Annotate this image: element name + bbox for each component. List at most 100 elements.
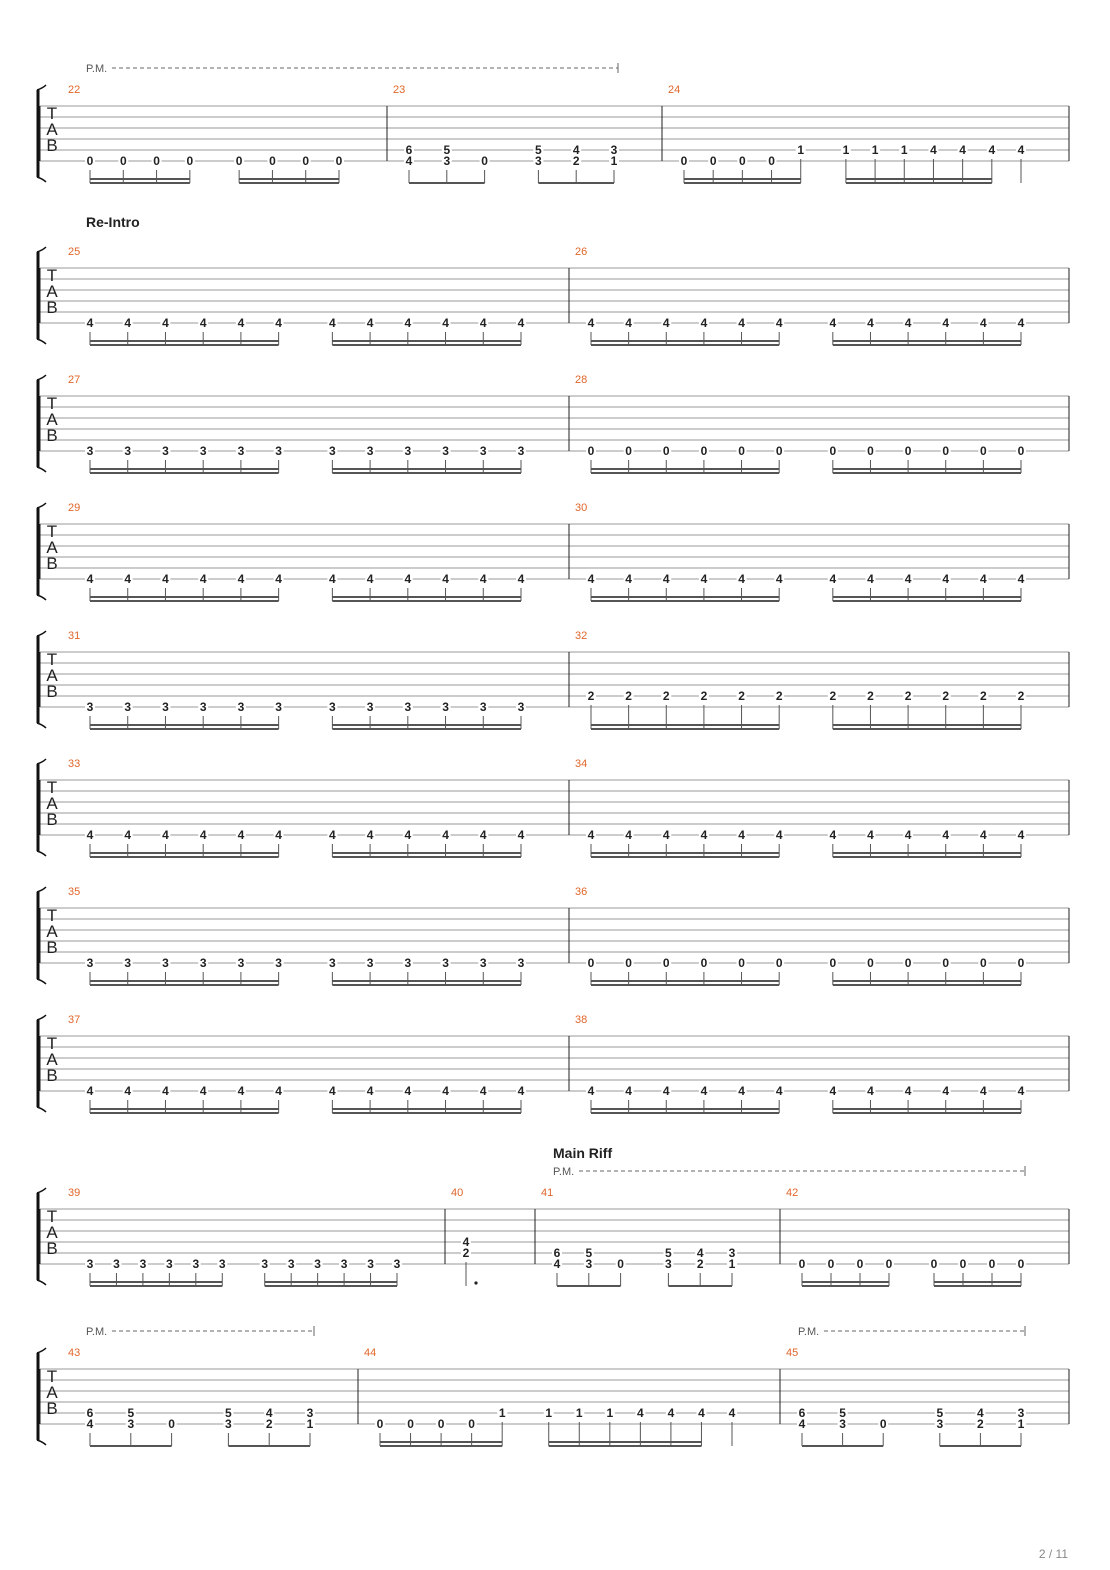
fret-number: 0 bbox=[828, 1257, 835, 1271]
fret-number: 4 bbox=[588, 828, 595, 842]
fret-bg bbox=[300, 155, 311, 167]
fret-number: 0 bbox=[120, 154, 127, 168]
fret-bg bbox=[273, 957, 284, 969]
fret-bg bbox=[661, 1085, 672, 1097]
fret-number: 3 bbox=[404, 700, 411, 714]
fret-number: 3 bbox=[518, 700, 525, 714]
fret-bg bbox=[957, 144, 968, 156]
fret-bg bbox=[223, 1407, 234, 1419]
fret-number: 4 bbox=[200, 572, 207, 586]
fret-bg bbox=[837, 1407, 848, 1419]
fret-bg bbox=[264, 1407, 275, 1419]
fret-bg bbox=[865, 573, 876, 585]
fret-number: 1 bbox=[729, 1257, 736, 1271]
measure-number: 32 bbox=[575, 630, 587, 642]
fret-number: 4 bbox=[980, 316, 987, 330]
fret-bg bbox=[827, 445, 838, 457]
fret-number: 0 bbox=[710, 154, 717, 168]
fret-number: 4 bbox=[738, 316, 745, 330]
fret-number: 0 bbox=[1018, 956, 1025, 970]
fret-number: 4 bbox=[829, 316, 836, 330]
fret-bg bbox=[698, 957, 709, 969]
fret-number: 3 bbox=[87, 700, 94, 714]
fret-bg bbox=[543, 1407, 554, 1419]
fret-bg bbox=[151, 155, 162, 167]
fret-number: 4 bbox=[87, 828, 94, 842]
fret-number: 4 bbox=[701, 828, 708, 842]
fret-bg bbox=[663, 1258, 674, 1270]
fret-bg bbox=[234, 155, 245, 167]
fret-number: 0 bbox=[905, 956, 912, 970]
fret-bg bbox=[986, 144, 997, 156]
fret-number: 4 bbox=[124, 316, 131, 330]
fret-number: 3 bbox=[275, 700, 282, 714]
fret-bg bbox=[903, 445, 914, 457]
fret-number: 2 bbox=[776, 689, 783, 703]
fret-number: 3 bbox=[127, 1417, 134, 1431]
fret-bg bbox=[623, 957, 634, 969]
system-bracket-bottom bbox=[36, 850, 47, 857]
fret-number: 4 bbox=[275, 572, 282, 586]
fret-number: 3 bbox=[442, 956, 449, 970]
fret-number: 4 bbox=[124, 572, 131, 586]
palm-mute-label: P.M. bbox=[86, 63, 107, 75]
fret-bg bbox=[223, 1418, 234, 1430]
fret-bg bbox=[940, 690, 951, 702]
fret-number: 4 bbox=[776, 572, 783, 586]
tab-clef-letter: T bbox=[47, 650, 57, 669]
fret-bg bbox=[774, 690, 785, 702]
fret-bg bbox=[264, 1418, 275, 1430]
fret-bg bbox=[235, 445, 246, 457]
fret-number: 5 bbox=[443, 143, 450, 157]
fret-bg bbox=[623, 573, 634, 585]
fret-number: 3 bbox=[329, 444, 336, 458]
fret-bg bbox=[441, 144, 452, 156]
fret-number: 6 bbox=[87, 1406, 94, 1420]
fret-bg bbox=[698, 317, 709, 329]
measure-number: 30 bbox=[575, 502, 587, 514]
fret-bg bbox=[865, 1085, 876, 1097]
fret-bg bbox=[571, 155, 582, 167]
fret-number: 4 bbox=[442, 1084, 449, 1098]
fret-number: 0 bbox=[867, 956, 874, 970]
tab-clef-letter: T bbox=[47, 522, 57, 541]
fret-bg bbox=[273, 445, 284, 457]
fret-number: 4 bbox=[637, 1406, 644, 1420]
fret-bg bbox=[975, 1418, 986, 1430]
fret-number: 0 bbox=[776, 956, 783, 970]
measure-number: 34 bbox=[575, 758, 587, 770]
fret-bg bbox=[122, 317, 133, 329]
fret-bg bbox=[461, 1236, 471, 1248]
fret-number: 4 bbox=[942, 828, 949, 842]
fret-number: 4 bbox=[980, 828, 987, 842]
fret-bg bbox=[190, 1258, 201, 1270]
fret-bg bbox=[586, 690, 596, 702]
fret-number: 0 bbox=[829, 444, 836, 458]
fret-bg bbox=[235, 701, 246, 713]
system-bracket-top bbox=[36, 502, 47, 509]
fret-bg bbox=[878, 1418, 889, 1430]
measure-number: 37 bbox=[68, 1014, 80, 1026]
fret-number: 2 bbox=[942, 689, 949, 703]
measure-number: 45 bbox=[786, 1347, 798, 1359]
fret-number: 0 bbox=[886, 1257, 893, 1271]
fret-bg bbox=[774, 957, 785, 969]
fret-bg bbox=[978, 573, 989, 585]
fret-number: 4 bbox=[663, 316, 670, 330]
fret-number: 0 bbox=[377, 1417, 384, 1431]
fret-number: 4 bbox=[124, 1084, 131, 1098]
fret-number: 1 bbox=[797, 143, 804, 157]
fret-number: 4 bbox=[367, 1084, 374, 1098]
fret-bg bbox=[286, 1258, 297, 1270]
fret-number: 4 bbox=[404, 828, 411, 842]
fret-bg bbox=[698, 690, 709, 702]
fret-bg bbox=[402, 445, 413, 457]
fret-bg bbox=[774, 829, 785, 841]
tab-clef-letter: B bbox=[46, 938, 57, 957]
fret-bg bbox=[737, 155, 748, 167]
fret-bg bbox=[978, 1085, 989, 1097]
fret-number: 5 bbox=[585, 1246, 592, 1260]
fret-bg bbox=[198, 829, 209, 841]
